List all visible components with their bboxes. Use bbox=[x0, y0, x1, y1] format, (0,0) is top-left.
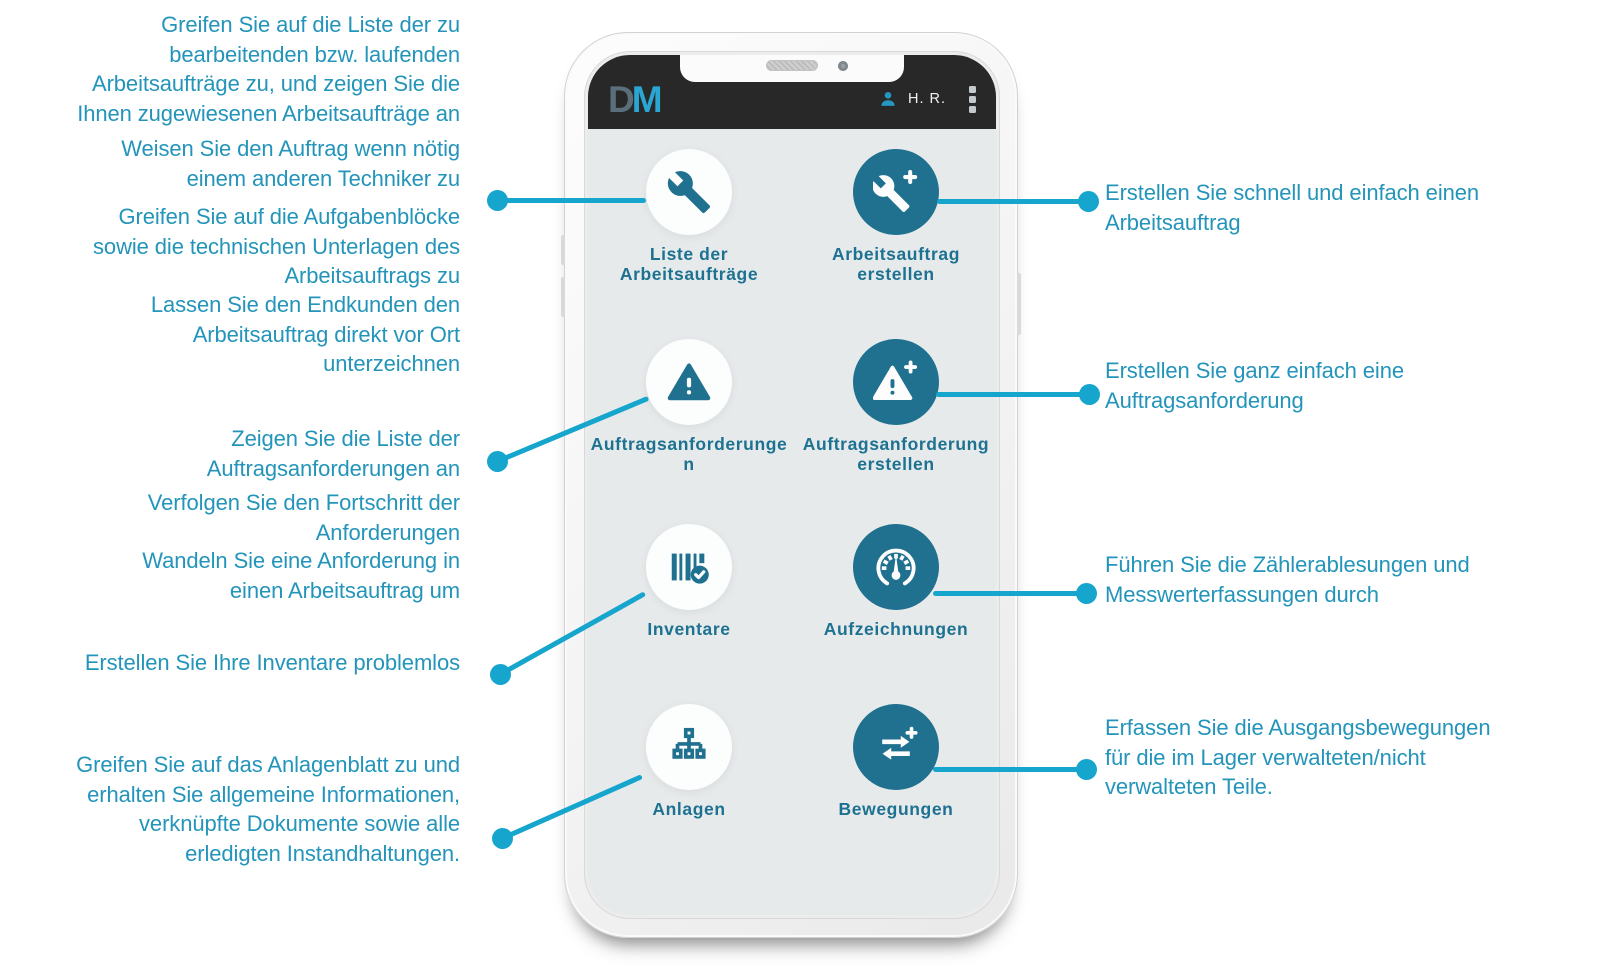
tile-anlagen-cell: Anlagen bbox=[588, 704, 799, 819]
tile-arbeitsauftrag-erstellen-cell: Arbeitsauftrag erstellen bbox=[786, 149, 996, 284]
connector-line-right-2 bbox=[936, 391, 1089, 397]
user-initials: H. R. bbox=[907, 91, 946, 107]
app-logo: DM bbox=[608, 78, 663, 120]
tile-bewegungen-cell: Bewegungen bbox=[786, 704, 996, 819]
tile-label: Bewegungen bbox=[838, 799, 954, 819]
tile-label: Auftragsanforderung erstellen bbox=[802, 434, 990, 474]
annotation-left-2: Weisen Sie den Auftrag wenn nötig einem … bbox=[121, 136, 460, 191]
menu-icon bbox=[969, 85, 976, 93]
connector-dot-left-2 bbox=[486, 450, 508, 472]
tile-label: Liste der Arbeitsaufträge bbox=[619, 244, 759, 284]
volume-up-button bbox=[561, 235, 565, 265]
annotation-left-9: Greifen Sie auf das Anlagenblatt zu und … bbox=[76, 752, 460, 866]
connector-dot-right-1 bbox=[1077, 190, 1099, 212]
tile-label: Arbeitsauftrag erstellen bbox=[831, 244, 960, 284]
connector-dot-left-3 bbox=[489, 663, 511, 685]
wrench-plus-icon bbox=[873, 170, 918, 213]
annotation-right-1: Erstellen Sie schnell und einfach einen … bbox=[1105, 180, 1480, 235]
tile-inventare-cell: Inventare bbox=[588, 524, 799, 639]
connector-dot-right-3 bbox=[1075, 582, 1097, 604]
warning-triangle-plus-icon bbox=[873, 360, 918, 401]
tile-auftragsanforderung-erstellen[interactable] bbox=[853, 339, 939, 425]
connector-line-right-1 bbox=[937, 198, 1088, 204]
tile-bewegungen[interactable] bbox=[853, 704, 939, 790]
connector-line-right-3 bbox=[933, 590, 1086, 596]
tile-inventare[interactable] bbox=[646, 524, 732, 610]
annotation-right-2: Erstellen Sie ganz einfach eine Auftrags… bbox=[1105, 358, 1404, 413]
tile-aufzeichnungen[interactable] bbox=[853, 524, 939, 610]
tile-label: Inventare bbox=[647, 619, 731, 639]
annotation-left-1: Greifen Sie auf die Liste der zu bearbei… bbox=[77, 12, 460, 126]
wrench-icon bbox=[667, 171, 711, 214]
gauge-icon bbox=[876, 548, 916, 586]
front-camera bbox=[838, 61, 848, 71]
menu-button[interactable] bbox=[969, 85, 976, 113]
tile-anlagen[interactable] bbox=[646, 704, 732, 790]
annotation-left-8: Erstellen Sie Ihre Inventare problemlos bbox=[84, 650, 460, 675]
notch bbox=[680, 55, 904, 82]
tile-aufzeichnungen-cell: Aufzeichnungen bbox=[786, 524, 996, 639]
tile-auftragsanforderungen-cell: Auftragsanforderunge n bbox=[588, 339, 799, 474]
transfer-arrows-plus-icon bbox=[882, 726, 918, 760]
tile-auftragsanforderung-erstellen-cell: Auftragsanforderung erstellen bbox=[786, 339, 996, 474]
hierarchy-icon bbox=[672, 727, 706, 759]
connector-dot-right-2 bbox=[1078, 383, 1100, 405]
connector-dot-left-4 bbox=[491, 827, 513, 849]
annotation-right-4: Erfassen Sie die Ausgangsbewegungen für … bbox=[1105, 715, 1491, 799]
tile-label: Anlagen bbox=[652, 799, 726, 819]
warning-triangle-icon bbox=[667, 363, 711, 401]
connector-line-right-4 bbox=[933, 766, 1086, 772]
user-chip[interactable]: H. R. bbox=[877, 88, 946, 110]
volume-down-button bbox=[561, 277, 565, 317]
connector-line-left-1 bbox=[497, 197, 646, 203]
tile-auftragsanforderungen[interactable] bbox=[646, 339, 732, 425]
annotation-left-7: Wandeln Sie eine Anforderung in einen Ar… bbox=[142, 548, 460, 603]
person-icon bbox=[881, 92, 895, 106]
speaker-grille bbox=[766, 60, 818, 71]
annotation-left-6: Verfolgen Sie den Fortschritt der Anford… bbox=[147, 490, 460, 545]
connector-dot-right-4 bbox=[1075, 758, 1097, 780]
phone-mockup: DM H. R. bbox=[561, 32, 1021, 938]
logo-letter-m: M bbox=[631, 78, 663, 120]
connector-dot-left-1 bbox=[486, 189, 508, 211]
tile-liste-der-arbeitsauftraege-cell: Liste der Arbeitsaufträge bbox=[588, 149, 799, 284]
barcode-check-icon bbox=[671, 553, 709, 584]
tile-arbeitsauftrag-erstellen[interactable] bbox=[853, 149, 939, 235]
phone-screen: DM H. R. bbox=[588, 55, 996, 915]
annotation-left-3: Greifen Sie auf die Aufgabenblöcke sowie… bbox=[93, 204, 460, 288]
tile-label: Auftragsanforderunge n bbox=[590, 434, 788, 474]
tile-label: Aufzeichnungen bbox=[823, 619, 969, 639]
annotation-left-4: Lassen Sie den Endkunden den Arbeitsauft… bbox=[150, 292, 460, 376]
power-button bbox=[1017, 273, 1021, 335]
tile-liste-der-arbeitsauftraege[interactable] bbox=[646, 149, 732, 235]
annotation-left-5: Zeigen Sie die Liste der Auftragsanforde… bbox=[206, 426, 460, 481]
annotation-right-3: Führen Sie die Zählerablesungen und Mess… bbox=[1105, 552, 1470, 607]
logo-letter-d: D bbox=[608, 78, 635, 120]
